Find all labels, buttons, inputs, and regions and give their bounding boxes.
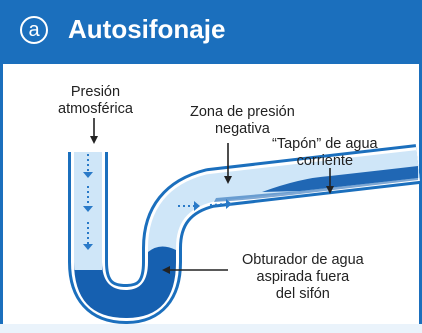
label-line: atmosférica xyxy=(58,101,133,117)
label-line: Presión xyxy=(70,84,121,100)
diagram-title: Autosifonaje xyxy=(68,14,226,44)
trap-water xyxy=(74,246,176,318)
horizontal-arrow-heads xyxy=(194,199,232,211)
label-line: negativa xyxy=(214,121,270,137)
label-atmospheric-pressure: Presión atmosférica xyxy=(58,84,133,118)
label-line: Zona de presión xyxy=(190,104,295,120)
label-line: aspirada fuera xyxy=(256,269,350,285)
label-line: “Tapón” de agua xyxy=(272,136,378,152)
water-film xyxy=(214,178,418,202)
label-water-plug: “Tapón” de agua corriente xyxy=(272,136,378,170)
label-trap-seal: Obturador de agua aspirada fuera del sif… xyxy=(242,252,364,303)
label-line: corriente xyxy=(296,153,354,169)
header-bar: a Autosifonaje xyxy=(0,0,422,64)
label-line: del sifón xyxy=(275,286,330,302)
section-badge: a xyxy=(20,16,48,44)
label-line: Obturador de agua xyxy=(242,252,364,268)
label-negative-pressure-zone: Zona de presión negativa xyxy=(190,104,295,138)
water-plug xyxy=(262,166,418,192)
vertical-arrow-heads xyxy=(83,172,93,250)
bottom-strip xyxy=(0,324,422,333)
